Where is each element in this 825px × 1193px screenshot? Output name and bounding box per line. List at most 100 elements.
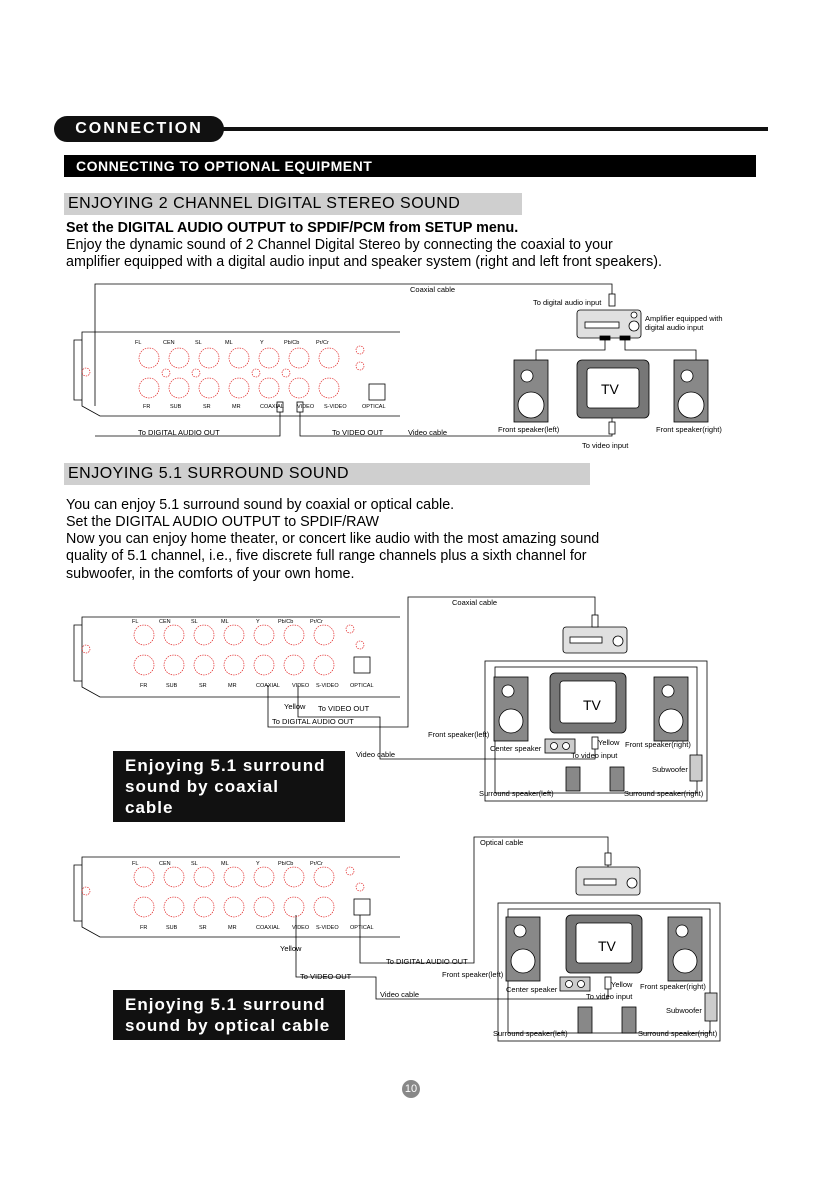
badge-optical-line1: Enjoying 5.1 surround (125, 995, 326, 1014)
section2-title: ENJOYING 5.1 SURROUND SOUND (64, 463, 590, 485)
svg-text:S-VIDEO: S-VIDEO (316, 683, 339, 689)
svg-text:Pb/Cb: Pb/Cb (278, 861, 293, 867)
svg-text:MR: MR (228, 683, 237, 689)
svg-text:CEN: CEN (163, 340, 175, 346)
label-subwoofer: Subwoofer (666, 1006, 702, 1015)
svg-text:VIDEO: VIDEO (292, 925, 310, 931)
label-to-digital-audio-out: To DIGITAL AUDIO OUT (272, 717, 354, 726)
svg-text:Pr/Cr: Pr/Cr (310, 619, 323, 625)
svg-text:S-VIDEO: S-VIDEO (324, 404, 347, 410)
label-to-digital-audio-out: To DIGITAL AUDIO OUT (386, 957, 468, 966)
label-video-cable: Video cable (408, 428, 447, 437)
svg-text:ML: ML (221, 861, 229, 867)
label-optical-cable: Optical cable (480, 838, 523, 847)
svg-text:FL: FL (132, 619, 138, 625)
svg-text:SR: SR (199, 925, 207, 931)
svg-text:FR: FR (140, 925, 147, 931)
label-tv-yellow: Yellow (611, 980, 633, 989)
svg-text:Pb/Cb: Pb/Cb (284, 340, 299, 346)
section2-line1: You can enjoy 5.1 surround sound by coax… (66, 497, 455, 513)
label-to-video-input: To video input (586, 992, 633, 1001)
label-center: Center speaker (506, 985, 558, 994)
label-front-left: Front speaker(left) (498, 425, 560, 434)
svg-text:SUB: SUB (166, 683, 178, 689)
svg-text:COAXIAL: COAXIAL (260, 404, 284, 410)
tv-label: TV (601, 381, 620, 397)
svg-text:FR: FR (143, 404, 150, 410)
label-center: Center speaker (490, 744, 542, 753)
badge-coaxial: Enjoying 5.1 surround sound by coaxial c… (113, 751, 345, 822)
subsection-banner: CONNECTING TO OPTIONAL EQUIPMENT (64, 155, 756, 177)
svg-text:Y: Y (256, 861, 260, 867)
svg-text:FL: FL (132, 861, 138, 867)
svg-text:MR: MR (232, 404, 241, 410)
svg-text:ML: ML (225, 340, 233, 346)
badge-coaxial-line2: sound by coaxial cable (125, 777, 279, 817)
svg-text:SR: SR (199, 683, 207, 689)
label-to-video-out: To VIDEO OUT (300, 972, 352, 981)
badge-coaxial-line1: Enjoying 5.1 surround (125, 756, 326, 775)
tv-label: TV (583, 697, 602, 713)
svg-text:OPTICAL: OPTICAL (350, 683, 374, 689)
label-surround-right: Surround speaker(right) (624, 789, 704, 798)
svg-text:COAXIAL: COAXIAL (256, 925, 280, 931)
label-front-left: Front speaker(left) (442, 970, 504, 979)
section-header-pill: CONNECTION (54, 116, 224, 142)
label-front-left: Front speaker(left) (428, 730, 490, 739)
svg-text:SL: SL (191, 619, 198, 625)
label-to-digital-audio-out: To DIGITAL AUDIO OUT (138, 428, 220, 437)
section1-title: ENJOYING 2 CHANNEL DIGITAL STEREO SOUND (64, 193, 522, 215)
section2-line5: subwoofer, in the comforts of your own h… (66, 566, 355, 582)
svg-text:SL: SL (191, 861, 198, 867)
tv-label: TV (598, 938, 617, 954)
section2-line4: quality of 5.1 channel, i.e., five discr… (66, 548, 587, 564)
svg-text:MR: MR (228, 925, 237, 931)
label-surround-left: Surround speaker(left) (479, 789, 554, 798)
svg-text:FL: FL (135, 340, 141, 346)
label-to-video-out: To VIDEO OUT (318, 704, 370, 713)
label-front-right: Front speaker(right) (625, 740, 691, 749)
label-to-digital-audio-input: To digital audio input (533, 298, 602, 307)
label-to-video-input: To video input (571, 751, 618, 760)
label-subwoofer: Subwoofer (652, 765, 688, 774)
svg-text:Pb/Cb: Pb/Cb (278, 619, 293, 625)
svg-text:FR: FR (140, 683, 147, 689)
svg-text:Pr/Cr: Pr/Cr (310, 861, 323, 867)
svg-text:SL: SL (195, 340, 202, 346)
label-tv-yellow: Yellow (598, 738, 620, 747)
svg-text:VIDEO: VIDEO (297, 404, 315, 410)
label-surround-right: Surround speaker(right) (638, 1029, 718, 1038)
svg-text:Pr/Cr: Pr/Cr (316, 340, 329, 346)
svg-text:CEN: CEN (159, 861, 171, 867)
svg-text:SR: SR (203, 404, 211, 410)
label-to-video-out: To VIDEO OUT (332, 428, 384, 437)
svg-text:Y: Y (260, 340, 264, 346)
svg-text:OPTICAL: OPTICAL (350, 925, 374, 931)
label-video-cable: Video cable (356, 750, 395, 759)
label-front-right: Front speaker(right) (656, 425, 722, 434)
svg-text:COAXIAL: COAXIAL (256, 683, 280, 689)
section2-line2: Set the DIGITAL AUDIO OUTPUT to SPDIF/RA… (66, 514, 380, 530)
header-rule (222, 127, 768, 131)
svg-text:SUB: SUB (170, 404, 182, 410)
diagram-2ch-stereo: FL CEN SL ML Y Pb/Cb Pr/Cr FR SUB SR MR COAXIAL VID… (73, 283, 723, 450)
svg-text:S-VIDEO: S-VIDEO (316, 925, 339, 931)
svg-text:CEN: CEN (159, 619, 171, 625)
section1-line2: amplifier equipped with a digital audio … (66, 254, 663, 270)
label-video-cable: Video cable (380, 990, 419, 999)
label-yellow: Yellow (284, 702, 306, 711)
label-amplifier-1: Amplifier equipped with (645, 314, 723, 323)
svg-text:ML: ML (221, 619, 229, 625)
section2-line3: Now you can enjoy home theater, or conce… (66, 531, 600, 547)
label-coaxial-cable: Coaxial cable (452, 598, 497, 607)
label-yellow: Yellow (280, 944, 302, 953)
label-surround-left: Surround speaker(left) (493, 1029, 568, 1038)
label-amplifier-2: digital audio input (645, 323, 704, 332)
label-to-video-input: To video input (582, 441, 629, 450)
badge-optical: Enjoying 5.1 surround sound by optical c… (113, 990, 345, 1040)
label-front-right: Front speaker(right) (640, 982, 706, 991)
section1-line1: Enjoy the dynamic sound of 2 Channel Dig… (66, 237, 613, 253)
badge-optical-line2: sound by optical cable (125, 1016, 331, 1035)
